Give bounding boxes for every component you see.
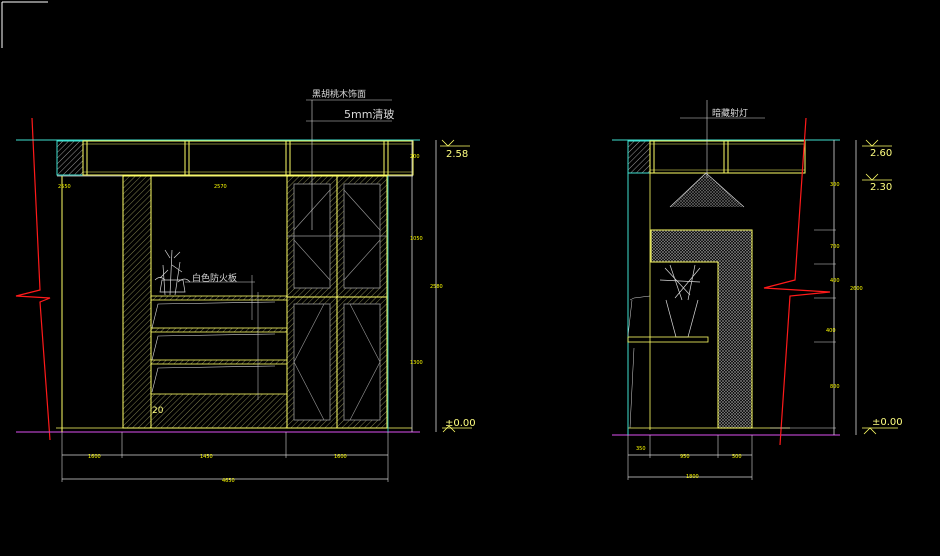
dim-side-seg-1: 350 — [636, 446, 646, 452]
dim-front-right-2: 1050 — [410, 236, 423, 242]
dim-front-left-1: 2550 — [58, 184, 71, 190]
level-marker-side-floor: ±0.00 — [862, 417, 903, 435]
dim-front-seg-1: 1600 — [88, 454, 101, 460]
level-marker-side-mid: 2.30 — [862, 173, 892, 193]
level-marker-side-top: 2.60 — [862, 139, 892, 159]
dim-side-seg-2: 950 — [680, 454, 690, 460]
dim-side-right-2: 700 — [830, 244, 840, 250]
break-line-right — [763, 117, 831, 446]
dim-front-right-3: 1300 — [410, 360, 423, 366]
dim-side-right-5: 800 — [830, 384, 840, 390]
ucs-icon — [1, 1, 48, 48]
dim-side-seg-3: 500 — [732, 454, 742, 460]
plant-icon — [154, 249, 191, 296]
front-elevation — [15, 99, 437, 482]
spotlight-icon — [669, 172, 745, 208]
break-line-left — [15, 117, 51, 441]
level-marker-floor: ±0.00 — [442, 418, 476, 433]
svg-text:±0.00: ±0.00 — [445, 418, 476, 429]
dim-side-total: 1800 — [686, 474, 699, 480]
dim-side-right-4: 400 — [826, 328, 836, 334]
dim-front-right-total: 2580 — [430, 284, 443, 290]
dim-side-right-3: 400 — [830, 278, 840, 284]
label-walnut-veneer: 黑胡桃木饰面 — [312, 88, 366, 100]
svg-text:2.60: 2.60 — [870, 148, 892, 159]
plant-icon-side — [659, 264, 701, 338]
level-marker-top: 2.58 — [440, 139, 470, 160]
dim-front-seg-2: 1450 — [200, 454, 213, 460]
label-hidden-spotlight: 暗藏射灯 — [712, 107, 748, 119]
label-shelf-gap: 20 — [152, 406, 164, 416]
dim-side-right-total: 2600 — [850, 286, 863, 292]
dim-front-right-1: 200 — [410, 154, 420, 160]
dim-front-left-2: 2570 — [214, 184, 227, 190]
side-elevation — [612, 100, 857, 480]
label-white-fireproof-board: 白色防火板 — [192, 272, 237, 284]
svg-text:2.30: 2.30 — [870, 182, 892, 193]
svg-text:±0.00: ±0.00 — [872, 417, 903, 428]
svg-text:2.58: 2.58 — [446, 149, 468, 160]
dim-front-seg-3: 1600 — [334, 454, 347, 460]
label-clear-glass: 5mm清玻 — [344, 108, 394, 121]
dim-front-total: 4650 — [222, 478, 235, 484]
dim-side-right-1: 300 — [830, 182, 840, 188]
